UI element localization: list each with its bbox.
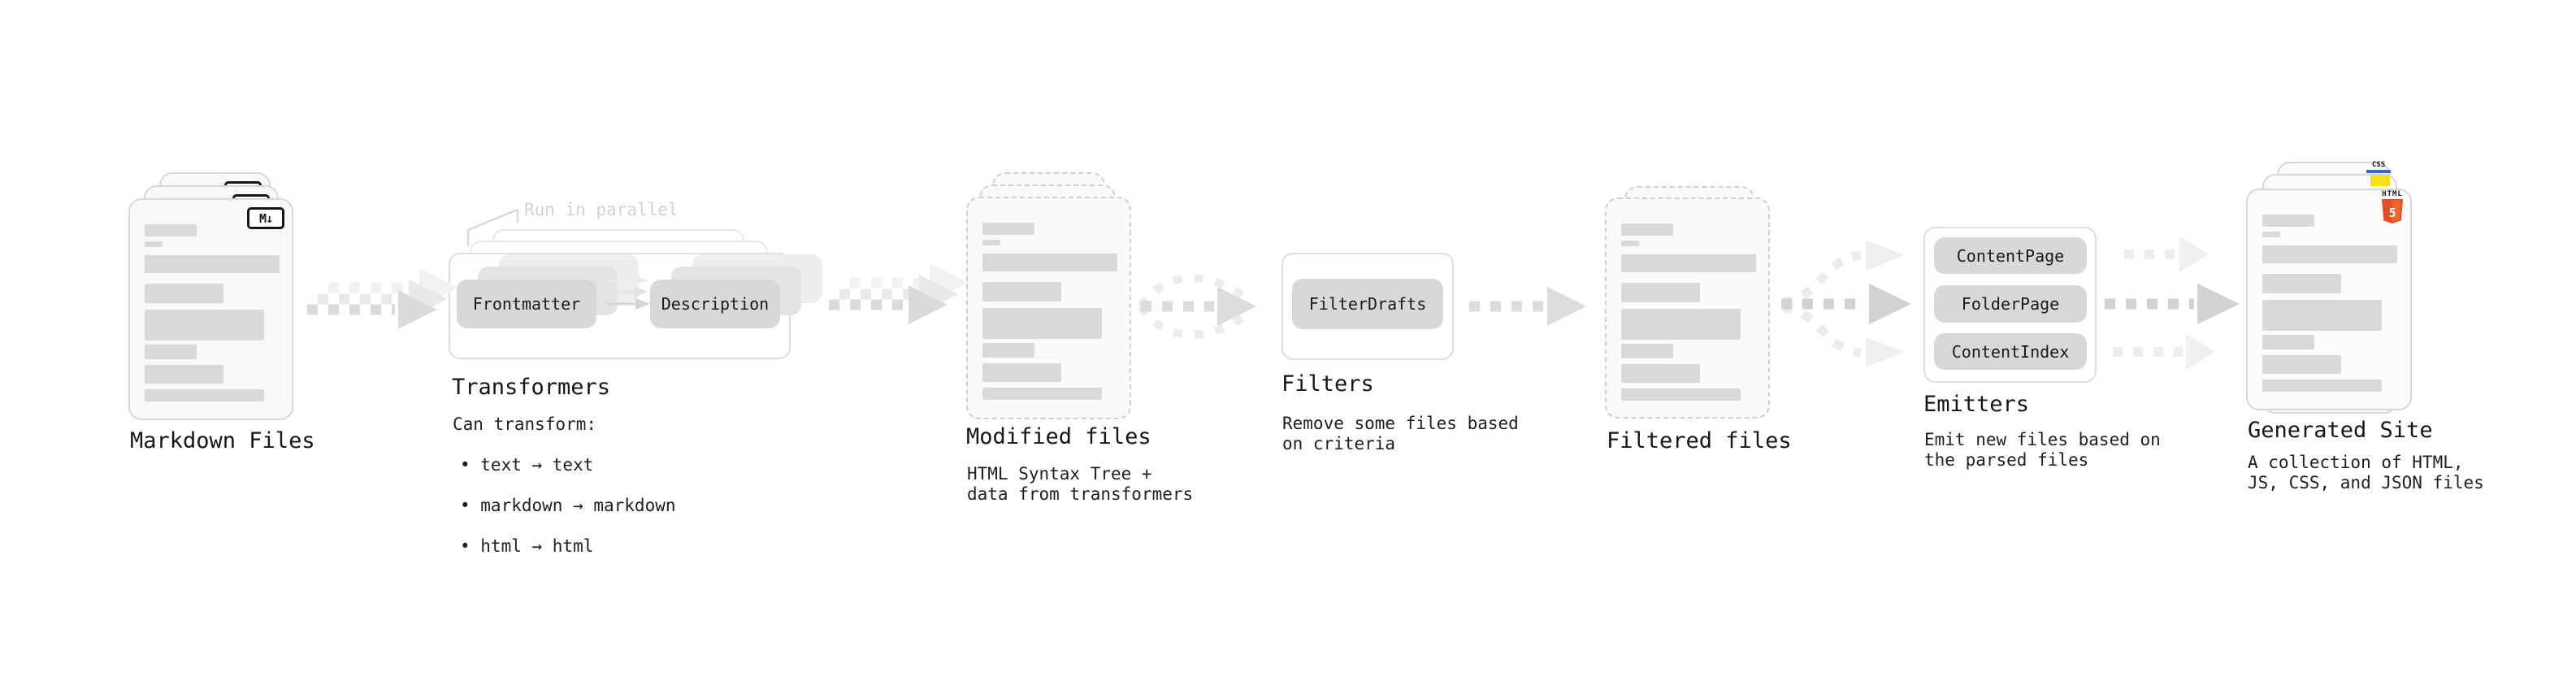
filterdrafts-chip: FilterDrafts [1292, 279, 1443, 329]
skeleton-line [145, 345, 197, 359]
skeleton-line [982, 388, 1102, 400]
skeleton-line [145, 255, 280, 273]
skeleton-line [982, 240, 1000, 245]
skeleton-line [2262, 245, 2397, 263]
skeleton-line [2262, 232, 2280, 237]
skeleton-line [145, 224, 197, 236]
skeleton-line [145, 284, 223, 303]
arrow-markdown-to-transformers [307, 268, 458, 329]
modified-files-description: HTML Syntax Tree + data from transformer… [967, 464, 1194, 504]
filters-description: Remove some files based on criteria [1282, 414, 1519, 453]
skeleton-line [2262, 300, 2382, 331]
arrow-modified-to-filters [1137, 274, 1256, 339]
css-file-badge: CSS [2366, 162, 2391, 173]
markdown-icon: M↓ [247, 207, 284, 229]
skeleton-line [982, 282, 1061, 301]
bullet-item: • markdown → markdown [460, 496, 676, 515]
skeleton-line [145, 310, 264, 340]
document-skeleton [1607, 199, 1768, 417]
modified-file-card-front [966, 197, 1131, 419]
stage-label-emitters: Emitters [1923, 392, 2030, 417]
svg-text:5: 5 [2388, 206, 2396, 220]
emitters-description: Emit new files based on the parsed files [1924, 430, 2161, 470]
skeleton-line [145, 241, 163, 247]
skeleton-line [2262, 274, 2341, 293]
skeleton-line [1621, 388, 1741, 401]
skeleton-line [982, 343, 1034, 358]
skeleton-line [2262, 335, 2314, 349]
skeleton-line [1621, 344, 1673, 358]
html5-wordmark: HTML [2382, 190, 2403, 198]
skeleton-line [1621, 283, 1700, 302]
skeleton-line [145, 389, 264, 401]
document-skeleton [130, 200, 292, 419]
js-file-badge [2370, 175, 2390, 186]
skeleton-line [2262, 355, 2341, 374]
stage-label-transformers: Transformers [452, 375, 611, 400]
run-in-parallel-note: Run in parallel [524, 200, 679, 219]
transformers-bullet-list: • text → text • markdown → markdown • ht… [460, 435, 676, 577]
filtered-file-card-front [1605, 197, 1770, 419]
skeleton-line [982, 254, 1117, 271]
css-badge-label: CSS [2371, 161, 2386, 169]
skeleton-line [1621, 364, 1700, 383]
stage-label-generated-site: Generated Site [2248, 418, 2433, 443]
markdown-file-card-front: M↓ [128, 198, 293, 420]
bullet-item: • text → text [460, 455, 594, 475]
skeleton-line [982, 363, 1061, 382]
arrow-transformers-to-modified [829, 263, 969, 324]
skeleton-line [1621, 241, 1639, 246]
arrow-filtered-to-emitters [1781, 241, 1911, 367]
stage-label-markdown-files: Markdown Files [130, 428, 315, 453]
skeleton-line [982, 223, 1034, 235]
bullet-item: • html → html [460, 536, 594, 556]
document-skeleton [968, 198, 1130, 418]
skeleton-line [1621, 223, 1673, 236]
transformers-description-title: Can transform: [453, 414, 597, 434]
stage-label-filters: Filters [1281, 371, 1374, 397]
generated-file-card-front [2246, 189, 2412, 410]
contentindex-chip: ContentIndex [1934, 333, 2087, 370]
stage-label-filtered-files: Filtered files [1607, 428, 1792, 453]
skeleton-line [2262, 215, 2314, 227]
html5-shield-icon: 5 [2382, 199, 2403, 223]
frontmatter-chip: Frontmatter [457, 280, 596, 328]
folderpage-chip: FolderPage [1934, 285, 2087, 323]
skeleton-line [982, 308, 1102, 339]
document-skeleton [2248, 190, 2410, 409]
skeleton-line [1621, 309, 1741, 340]
arrows-emitters-to-generated [2105, 236, 2240, 370]
html5-logo-icon: HTML 5 [2379, 190, 2405, 225]
description-chip: Description [650, 280, 780, 328]
css-blue-bar [2366, 170, 2391, 173]
skeleton-line [1621, 254, 1756, 272]
contentpage-chip: ContentPage [1934, 237, 2087, 274]
stage-label-modified-files: Modified files [966, 424, 1151, 449]
arrow-filters-to-filtered [1469, 287, 1586, 326]
skeleton-line [145, 365, 223, 384]
generated-site-description: A collection of HTML, JS, CSS, and JSON … [2248, 453, 2484, 492]
skeleton-line [2262, 380, 2382, 392]
